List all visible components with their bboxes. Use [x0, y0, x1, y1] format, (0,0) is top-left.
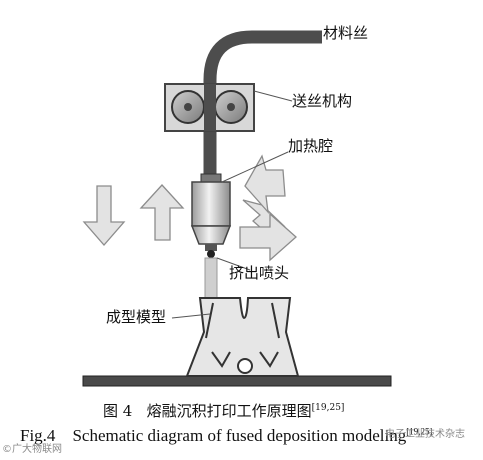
- caption-chinese: 图 4 熔融沉积打印工作原理图[19,25]: [103, 400, 344, 421]
- caption-cn-ref: [19,25]: [311, 403, 345, 413]
- caption-cn-label: 图 4: [103, 402, 133, 420]
- arrow-up-left: [244, 154, 286, 215]
- arrow-down: [82, 185, 126, 246]
- formed-model: [185, 297, 300, 377]
- build-platform: [82, 375, 392, 387]
- filament: [203, 30, 322, 176]
- label-filament: 材料丝: [323, 24, 369, 42]
- arrow-up: [139, 184, 185, 241]
- motion-arrows: [82, 154, 297, 262]
- caption-en-text: Schematic diagram of fused deposition mo…: [72, 426, 407, 445]
- caption-en-ref: [19,25]: [406, 426, 433, 437]
- watermark-right: 电子工业技术杂志: [385, 429, 465, 440]
- label-feed-mechanism: 送丝机构: [292, 92, 353, 110]
- caption-cn-text: 熔融沉积打印工作原理图: [146, 402, 312, 420]
- caption-english: Fig.4 Schematic diagram of fused deposit…: [20, 426, 432, 446]
- extrusion-nozzle: [204, 244, 218, 299]
- label-nozzle: 挤出喷头: [229, 264, 290, 282]
- leader-lines: [171, 90, 293, 319]
- feed-mechanism: [164, 83, 255, 132]
- label-heating-chamber: 加热腔: [288, 137, 334, 155]
- caption-en-label: Fig.4: [20, 426, 56, 445]
- label-model: 成型模型: [106, 308, 167, 326]
- watermark-left: ©广大物联网: [2, 444, 62, 455]
- arrow-right: [239, 212, 297, 262]
- heating-chamber: [190, 173, 232, 245]
